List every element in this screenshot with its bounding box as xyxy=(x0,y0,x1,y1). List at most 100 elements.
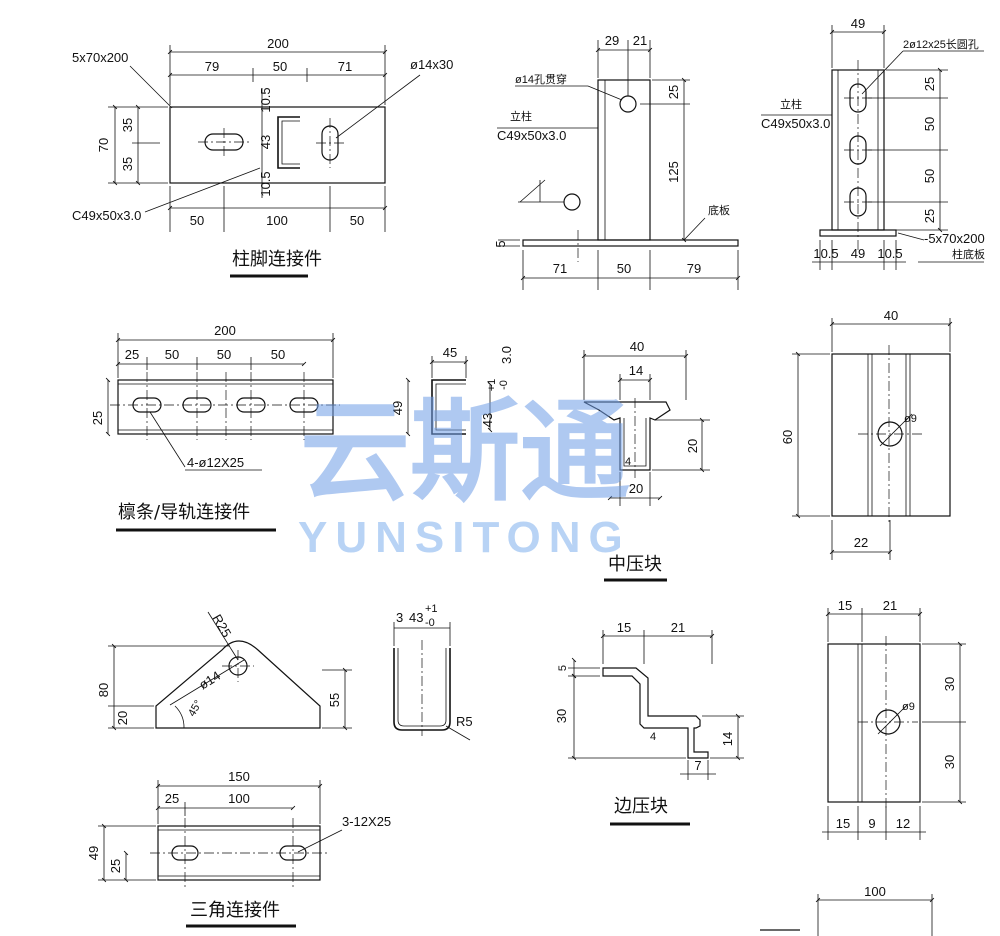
dim-50b: 50 xyxy=(922,169,937,183)
mid-clamp-outline xyxy=(583,401,671,471)
watermark-en: YUNSITONG xyxy=(298,513,631,562)
dim-49: 49 xyxy=(86,846,101,860)
dim-100: 100 xyxy=(228,791,250,806)
plate-label: 5x70x200 xyxy=(72,50,128,65)
col-base-side-view: 29 21 ø14孔贯穿 立柱 C49x50x3.0 25 125 底板 5 7… xyxy=(493,33,741,290)
dim-40: 40 xyxy=(884,308,898,323)
dim-150: 150 xyxy=(228,769,250,784)
dim-29: 29 xyxy=(605,33,619,48)
dim-4: 4 xyxy=(625,456,631,468)
dim-b50b: 50 xyxy=(350,213,364,228)
dim-45: 45 xyxy=(443,345,457,360)
dim-4: 4 xyxy=(650,731,656,743)
col-base-plan-view: 200 79 50 71 5x70x200 ø14x30 70 35 35 10… xyxy=(72,36,453,278)
base-label: 底板 xyxy=(708,203,730,217)
dim-25: 25 xyxy=(125,347,139,362)
dim-overall: 200 xyxy=(267,36,289,51)
col-label: 立柱 xyxy=(780,97,802,111)
radius-r5: R5 xyxy=(456,714,473,729)
dim-b20: 20 xyxy=(629,481,643,496)
watermark: 云斯通 YUNSITONG xyxy=(298,388,631,562)
dim-b50a: 50 xyxy=(190,213,204,228)
dim-h25: 25 xyxy=(90,411,105,425)
dim-43: 43 xyxy=(258,135,273,149)
angle-45: 45° xyxy=(186,698,205,718)
hole-14: ø14 xyxy=(196,668,223,693)
slots-label: 2ø12x25长圆孔 xyxy=(903,38,979,51)
triangle-plate xyxy=(155,640,321,729)
plate-label: 柱底板 xyxy=(952,247,985,261)
column-spec: C49x50x3.0 xyxy=(497,128,566,143)
dim-20: 20 xyxy=(685,439,700,453)
triangle-plan: 150 25 100 3-12X25 49 25 三角连接件 xyxy=(86,769,391,928)
dim-200: 200 xyxy=(214,323,236,338)
dim-b10-5b: 10.5 xyxy=(877,246,902,261)
dim-14: 14 xyxy=(720,732,735,746)
dim-21: 21 xyxy=(883,598,897,613)
hole-label: ø9 xyxy=(902,701,915,713)
dim-b100: 100 xyxy=(266,213,288,228)
slots-label: 3-12X25 xyxy=(342,814,391,829)
mid-clamp-section: 40 14 20 4 20 中压块 xyxy=(581,339,710,582)
edge-clamp-outline xyxy=(602,667,709,759)
dim-b79: 79 xyxy=(687,261,701,276)
dim-30a: 30 xyxy=(942,677,957,691)
dim-50: 50 xyxy=(273,59,287,74)
dim-100: 100 xyxy=(864,884,886,899)
column-spec: C49x50x3.0 xyxy=(761,116,830,131)
plate-spec: -5x70x200 xyxy=(924,231,985,246)
column-label: C49x50x3.0 xyxy=(72,208,141,223)
dim-70: 70 xyxy=(96,138,111,152)
dim-49: 49 xyxy=(390,401,405,415)
dim-50a: 50 xyxy=(165,347,179,362)
dim-25a: 25 xyxy=(922,77,937,91)
dim-30b: 30 xyxy=(942,755,957,769)
title-mid-clamp: 中压块 xyxy=(608,554,662,575)
dim-b12: 12 xyxy=(896,816,910,831)
dim-b9: 9 xyxy=(868,816,875,831)
dim-50c: 50 xyxy=(271,347,285,362)
hole-label: ø14x30 xyxy=(410,57,453,72)
dim-b49: 49 xyxy=(851,246,865,261)
dim-71: 71 xyxy=(338,59,352,74)
dim-25b: 25 xyxy=(922,209,937,223)
dim-3-0: 3.0 xyxy=(499,346,514,364)
title-triangle: 三角连接件 xyxy=(190,900,280,921)
c-channel-section xyxy=(277,116,300,169)
dim-b71: 71 xyxy=(553,261,567,276)
dim-20: 20 xyxy=(115,711,130,725)
tol-t: 3 xyxy=(396,610,403,625)
edge-clamp-section: 15 21 5 30 4 14 7 边压块 xyxy=(554,620,744,826)
dim-40: 40 xyxy=(630,339,644,354)
hole-through-label: ø14孔贯穿 xyxy=(515,72,567,86)
tol-plus: +1 xyxy=(425,603,438,615)
dim-22: 22 xyxy=(854,535,868,550)
hole-label: ø9 xyxy=(904,413,917,425)
mid-clamp-plan: ø9 40 60 22 xyxy=(780,308,953,560)
dim-10-5a: 10.5 xyxy=(258,87,273,112)
tol-minus: -0 xyxy=(498,380,510,390)
dim-14: 14 xyxy=(629,363,643,378)
dim-50b: 50 xyxy=(217,347,231,362)
title-edge-clamp: 边压块 xyxy=(614,796,668,817)
purlin-connector: 200 25 50 50 50 25 4-ø12X25 檩条/导轨连接件 45 … xyxy=(90,323,514,532)
dim-30: 30 xyxy=(554,709,569,723)
slots-label: 4-ø12X25 xyxy=(187,455,244,470)
purlin-c-section xyxy=(431,379,466,435)
dim-10-5b: 10.5 xyxy=(258,171,273,196)
tol-h: 43 xyxy=(409,610,423,625)
dim-b10-5a: 10.5 xyxy=(813,246,838,261)
dim-125: 125 xyxy=(666,161,681,183)
title-col-base: 柱脚连接件 xyxy=(232,249,322,270)
dim-21: 21 xyxy=(671,620,685,635)
watermark-cn: 云斯通 xyxy=(300,388,630,516)
dim-25: 25 xyxy=(666,85,681,99)
edge-clamp-plan: ø9 15 21 30 30 15 9 12 xyxy=(822,598,966,840)
dim-top-49: 49 xyxy=(851,16,865,31)
tol-minus: -0 xyxy=(425,617,435,629)
dim-35a: 35 xyxy=(120,118,135,132)
tol-plus: +1 xyxy=(486,379,498,392)
dim-15: 15 xyxy=(617,620,631,635)
dim-15: 15 xyxy=(838,598,852,613)
